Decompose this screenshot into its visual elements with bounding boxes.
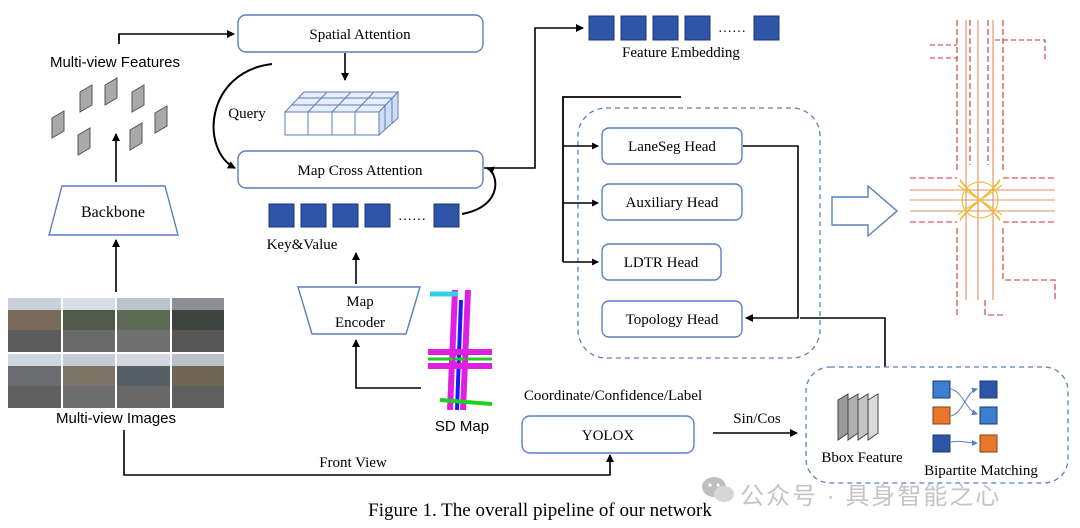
map-encoder-label-1: Map [346,294,374,310]
front-view-label: Front View [319,455,387,471]
auxiliary-head-block [601,183,743,221]
embedding-to-heads-line [562,96,681,262]
key-value-tokens [268,203,460,228]
camera-image [62,298,115,352]
kv-token [332,203,359,228]
sdmap-to-encoder-arrow [352,339,421,389]
ldtr-head-label: LDTR Head [624,255,699,271]
multiview-images-grid [8,298,224,408]
emb-token [753,15,780,41]
query-grid-icon [283,90,400,137]
matching-group [805,366,1069,484]
output-lane-map-icon [910,20,1056,316]
sd-map-icon [428,289,493,411]
topology-head-block [601,300,743,338]
sd-map-label: SD Map [435,418,489,435]
kv-loop-arrow [461,166,497,215]
camera-image [117,298,170,352]
kv-token [364,203,391,228]
map-cross-attention-block [237,150,484,189]
kv-token [300,203,327,228]
bbox-feature-icon [837,393,879,441]
watermark-text: 公众号 · 具身智能之心 [740,483,1002,510]
camera-image [117,354,170,408]
map-cross-attention-label: Map Cross Attention [297,163,423,179]
output-hollow-arrow [831,184,899,238]
emb-token [588,15,615,41]
feature-maps-icon [51,77,168,156]
yolox-label: YOLOX [582,428,635,444]
camera-image [62,354,115,408]
matching-to-topology-arrow [800,317,886,367]
sin-cos-label: Sin/Cos [733,411,781,427]
emb-token [652,15,679,41]
figure-caption: Figure 1. The overall pipeline of our ne… [368,500,712,521]
coord-conf-label: Coordinate/Confidence/Label [524,388,702,404]
feature-embedding-label: Feature Embedding [622,45,740,61]
watermark: 公众号 · 具身智能之心 [700,470,1060,510]
front-view-arrow [123,430,614,476]
kv-token [268,203,295,228]
topology-head-label: Topology Head [626,312,719,328]
spatial-attention-block [237,14,484,53]
wechat-icon [702,477,734,502]
feature-embedding-tokens [588,15,780,41]
features-to-spatial-arrow-line [118,30,235,44]
multiview-features-label: Multi-view Features [50,54,180,71]
yolox-block [521,415,695,454]
spatial-attention-label: Spatial Attention [309,27,411,43]
heads-group [577,107,821,359]
laneseg-head-label: LaneSeg Head [628,139,716,155]
query-loop-arrow [212,63,273,169]
auxiliary-head-label: Auxiliary Head [626,195,719,211]
camera-image [171,298,224,352]
camera-image [8,354,61,408]
mca-to-embedding-arrow [484,24,584,169]
laneseg-head-block [601,127,743,165]
camera-image [171,354,224,408]
backbone-block [48,185,179,236]
multiview-images-label: Multi-view Images [56,410,176,427]
query-label: Query [228,106,266,122]
kv-dots: …… [398,209,426,224]
backbone-label: Backbone [81,204,145,221]
map-encoder-label-2: Encoder [335,315,385,331]
emb-token [620,15,647,41]
map-encoder-block [297,286,421,335]
bbox-feature-label: Bbox Feature [821,450,903,466]
laneseg-to-topology-arrow [743,145,799,322]
camera-image [8,298,61,352]
bipartite-matching-icon [932,380,998,453]
bipartite-matching-label: Bipartite Matching [924,463,1038,479]
emb-dots: …… [718,21,746,36]
emb-token [684,15,711,41]
ldtr-head-block [601,243,722,281]
key-value-label: Key&Value [267,237,338,253]
kv-token [433,203,460,228]
